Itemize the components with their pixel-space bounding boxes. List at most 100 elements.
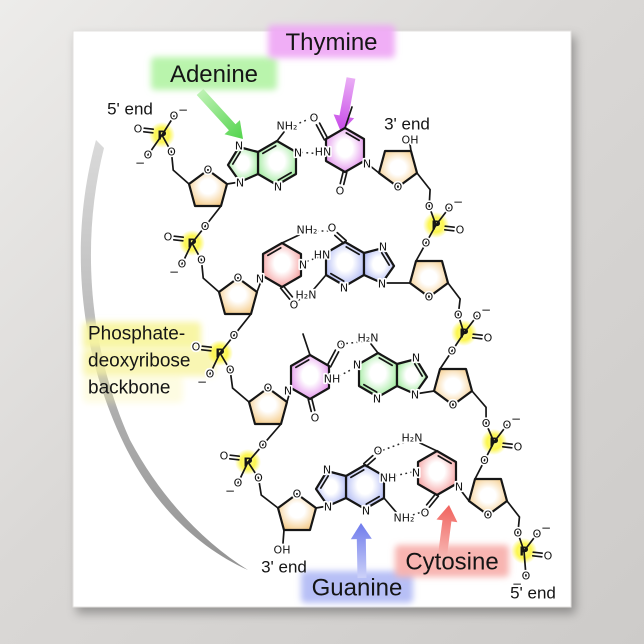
adenine-base [357,351,399,399]
phosphate-oxygen-label: O [192,341,201,354]
ring-double-bond [261,145,277,155]
glycosidic-bond [286,387,292,403]
keto-oxygen-label: O [310,112,319,125]
glycosidic-bond [256,275,264,293]
double-bond [362,454,374,465]
backbone-label-line3: backbone [88,378,170,399]
bridge-oxygen-label: O [226,364,235,377]
charge-minus-label: − [511,412,521,426]
hydrogen-bond-layer [284,116,426,519]
ring-double-bond [277,171,293,181]
adenine-callout-label-highlight [151,57,277,90]
adenine-base [256,139,298,187]
sugar-ring-oxygen-label: O [204,164,213,177]
double-bond [228,457,240,461]
ring-double-bond [319,474,330,489]
bond-line [191,242,203,261]
bond-line [383,497,397,513]
adenine-callout-label: Adenine [170,61,258,88]
double-bond [310,397,316,412]
label-highlight-layer [83,25,509,603]
bond-line [409,143,412,152]
hydrogen-bond [377,438,414,453]
bridge-oxygen-label: O [167,146,176,159]
bond-line [233,313,252,337]
backbone-label-highlight [83,376,183,403]
bond-line [428,205,437,226]
keto-oxygen-label: O [336,185,345,198]
phosphate-oxygen-label: O [170,110,179,123]
glycosidic-bond [315,505,329,509]
atom-label: N [362,505,370,518]
phosphorus-label: P [431,218,440,233]
bridge-oxygen-label: O [422,237,431,250]
ring-double-bond [380,251,391,266]
phosphorus-label: P [243,455,252,470]
bond-line [161,115,175,136]
charge-minus-label: − [541,521,551,535]
imino-label: HN [314,249,331,262]
hydroxyl-label: OH [402,134,419,147]
charge-minus-label: − [178,103,188,117]
thymine-base [289,353,331,401]
ch2-chain [416,172,431,208]
methyl-group [302,333,311,356]
bridge-oxygen-label: O [448,345,457,358]
phosphate-oxygen-label: O [445,202,454,215]
double-bond [502,442,514,446]
thymine-callout-label: Thymine [285,29,377,56]
bond-line [247,444,264,463]
bond-line [281,234,300,244]
bond-line [523,533,538,552]
phosphate-oxygen-label: O [134,123,143,136]
bond-line [204,205,222,228]
hydrogen-bond [384,470,418,479]
thymine-base [324,126,366,174]
charge-minus-label: − [225,484,235,498]
deoxyribose-sugar-ring [467,477,509,517]
bridge-oxygen-label: O [514,527,523,540]
text-layer: OOOOOOOOOO−O−POOO−POOOO−POOOO−POOOO−POOO… [88,29,556,603]
charge-minus-label: − [481,303,491,317]
phosphate-oxygen-label: O [456,224,465,237]
phosphate-oxygen-label: O [144,149,153,162]
keto-oxygen-label: O [328,222,337,235]
keto-oxygen-label: O [337,339,346,352]
bond-line [415,242,427,262]
hydrogen-bond [402,510,426,519]
phosphate-oxygen-label: O [206,368,215,381]
bond-layer [142,106,544,577]
bridge-oxygen-label: O [259,438,268,451]
adenine-base-imidazole-ring [226,145,260,184]
ring-double-bond [378,357,394,367]
cytosine-base [416,449,458,497]
atom-label: N [323,464,331,477]
bridge-oxygen-label: O [197,254,206,267]
deoxyribose-sugar-ring [408,259,450,299]
double-bond [143,127,155,131]
phosphate-oxygen-label: O [234,477,243,490]
sugar-ring-oxygen-label: O [425,291,434,304]
cytosine-base [261,241,303,289]
bond-line [457,314,465,334]
ring-double-bond [437,455,453,465]
phosphorus-label: P [519,544,528,559]
atom-label: N [324,501,332,514]
ring-double-bond [349,469,365,479]
phosphate-oxygen-label: O [503,419,512,432]
glycosidic-bond [414,390,435,395]
imino-label: NH [380,472,397,485]
bond-line [147,134,163,156]
atom-label: N [235,140,243,153]
atom-label: N [373,393,381,406]
amine-label: H₂N [296,289,317,302]
bridge-oxygen-label: O [482,417,491,430]
phosphate-oxygen-label: O [533,528,542,541]
cytosine-arrow [436,505,458,568]
double-bond [443,228,455,232]
ring-double-bond [266,247,282,257]
atom-label: N [236,177,244,190]
charge-minus-label: − [135,156,145,170]
bond-line [439,350,453,370]
deoxyribose-sugar-ring [187,168,229,208]
